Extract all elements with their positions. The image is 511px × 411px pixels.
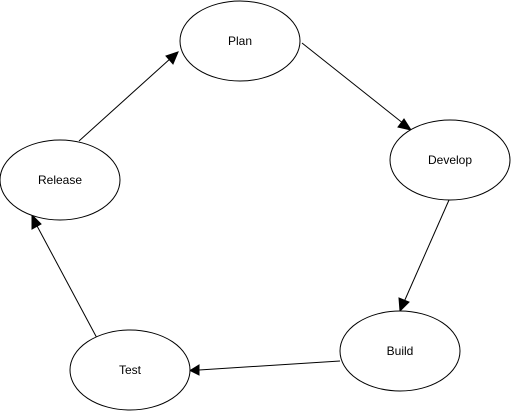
node-build-shape [339,310,461,392]
edge-test-to-release [31,213,99,341]
edge-release-to-plan [78,51,179,142]
node-test-label: Test [119,363,142,377]
node-test[interactable]: Test [69,329,191,411]
node-develop-shape [389,119,511,201]
node-build-label: Build [387,344,414,358]
node-develop[interactable]: Develop [389,119,511,201]
node-build[interactable]: Build [339,310,461,392]
node-release[interactable]: Release [0,139,121,221]
node-release-label: Release [38,173,82,187]
node-test-shape [69,329,191,411]
node-plan[interactable]: Plan [179,0,301,82]
edge-develop-to-build [398,199,450,313]
node-plan-label: Plan [228,34,252,48]
node-plan-shape [179,0,301,82]
edge-build-to-test [188,360,341,376]
edge-plan-to-develop [301,42,413,131]
node-develop-label: Develop [428,153,472,167]
node-release-shape [0,139,121,221]
